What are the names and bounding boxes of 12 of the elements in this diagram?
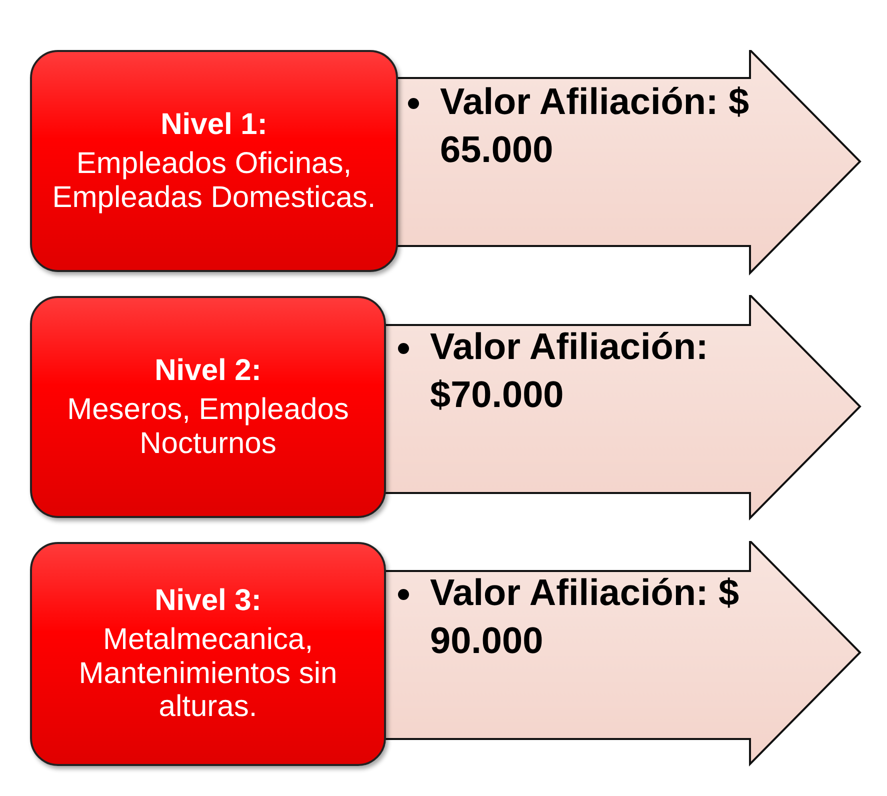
level-heading: Nivel 1: (160, 108, 268, 141)
fee-text: Valor Afiliación: $ 90.000 (430, 571, 740, 664)
level-description: Empleados Oficinas, Empleadas Domesticas. (51, 146, 377, 214)
level-heading: Nivel 2: (154, 354, 262, 387)
level-heading: Nivel 3: (154, 584, 262, 617)
level-box (30, 296, 386, 518)
fee-text: Valor Afiliación: $70.000 (430, 325, 710, 418)
level-description: Metalmecanica, Mantenimientos sin alturas. (78, 622, 338, 724)
level-box (30, 542, 386, 766)
level-box (30, 50, 398, 272)
fee-text: Valor Afiliación: $ 65.000 (440, 80, 750, 172)
level-description: Meseros, Empleados Nocturnos (66, 392, 350, 460)
